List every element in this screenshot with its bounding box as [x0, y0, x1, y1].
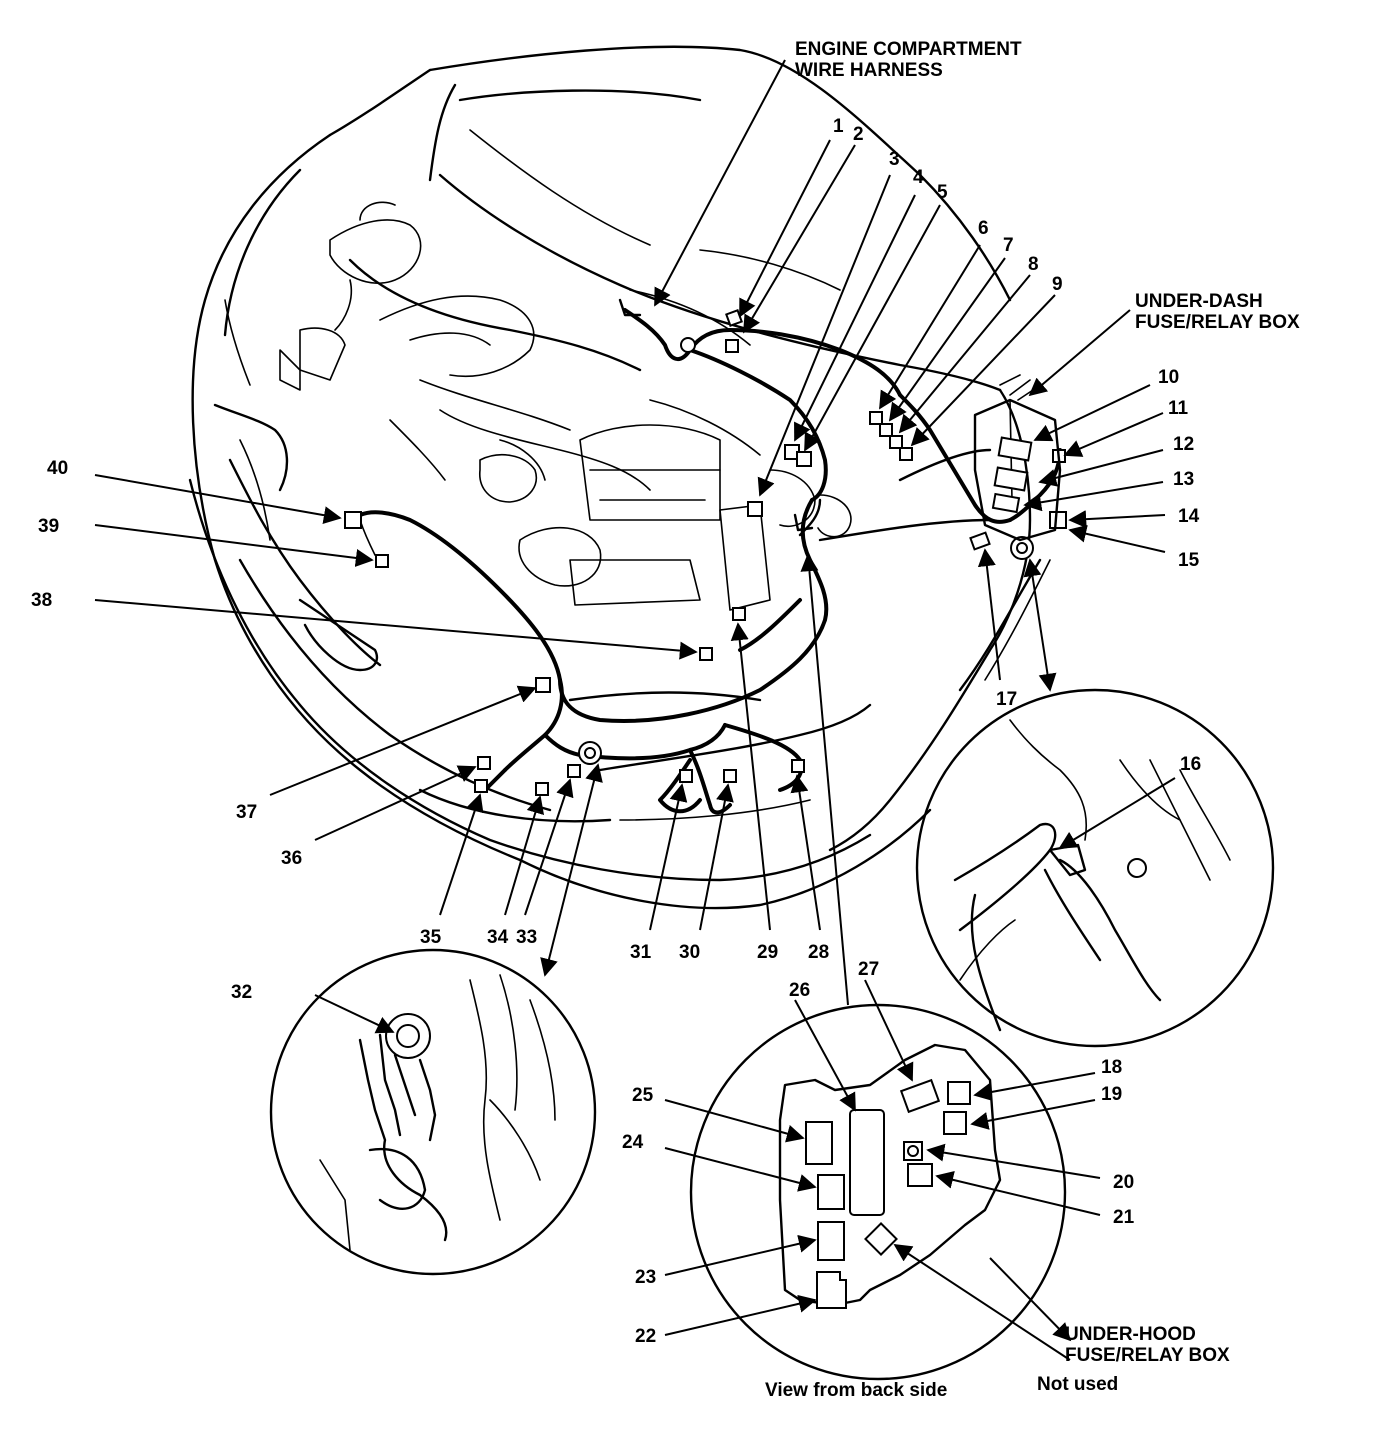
callout-24: 24 — [622, 1132, 644, 1153]
callout-28: 28 — [808, 942, 829, 963]
callout-31: 31 — [630, 942, 652, 963]
callout-39: 39 — [38, 516, 59, 537]
engine-harness-label-line1: ENGINE COMPARTMENT — [795, 39, 1022, 60]
connectors — [344, 298, 1067, 796]
callout-34: 34 — [487, 927, 509, 948]
under-dash-fuse-relay-box — [973, 374, 1062, 542]
callout-36: 36 — [281, 848, 302, 869]
car-body-outline — [188, 45, 1051, 910]
callout-27: 27 — [858, 959, 879, 980]
callout-18: 18 — [1101, 1057, 1122, 1078]
under-hood-label-line1: UNDER-HOOD — [1065, 1324, 1196, 1345]
engine-compartment-wire-harness — [358, 308, 1062, 815]
detail-circle-under-hood-box — [689, 1003, 1067, 1381]
callout-17: 17 — [996, 689, 1017, 710]
callout-2: 2 — [853, 124, 864, 145]
callout-16: 16 — [1180, 754, 1201, 775]
callout-12: 12 — [1173, 434, 1194, 455]
callout-38: 38 — [31, 590, 52, 611]
view-from-back-side-label: View from back side — [765, 1380, 947, 1401]
under-dash-label-line2: FUSE/RELAY BOX — [1135, 312, 1300, 333]
callout-11: 11 — [1168, 398, 1189, 419]
callout-14: 14 — [1178, 506, 1200, 527]
detail-circle-ground-32 — [269, 948, 597, 1276]
callout-40: 40 — [47, 458, 68, 479]
callout-37: 37 — [236, 802, 257, 823]
callout-labels: ENGINE COMPARTMENT WIRE HARNESS UNDER-DA… — [31, 39, 1300, 1401]
callout-8: 8 — [1028, 254, 1039, 275]
callout-5: 5 — [937, 182, 948, 203]
callout-20: 20 — [1113, 1172, 1134, 1193]
callout-26: 26 — [789, 980, 810, 1001]
callout-3: 3 — [889, 149, 900, 170]
callout-33: 33 — [516, 927, 537, 948]
callout-15: 15 — [1178, 550, 1200, 571]
callout-32: 32 — [231, 982, 252, 1003]
leader-lines — [94, 59, 1176, 1361]
callout-7: 7 — [1003, 235, 1014, 256]
callout-13: 13 — [1173, 469, 1194, 490]
engine-harness-label-line2: WIRE HARNESS — [795, 60, 943, 81]
callout-4: 4 — [913, 167, 924, 188]
callout-23: 23 — [635, 1267, 656, 1288]
callout-9: 9 — [1052, 274, 1063, 295]
callout-10: 10 — [1158, 367, 1179, 388]
callout-25: 25 — [632, 1085, 654, 1106]
callout-35: 35 — [420, 927, 442, 948]
callout-29: 29 — [757, 942, 778, 963]
under-dash-label-line1: UNDER-DASH — [1135, 291, 1263, 312]
callout-22: 22 — [635, 1326, 656, 1347]
callout-6: 6 — [978, 218, 989, 239]
callout-30: 30 — [679, 942, 700, 963]
callout-19: 19 — [1101, 1084, 1122, 1105]
callout-21: 21 — [1113, 1207, 1135, 1228]
not-used-label: Not used — [1037, 1374, 1118, 1395]
under-hood-label-line2: FUSE/RELAY BOX — [1065, 1345, 1230, 1366]
detail-circle-ground-16 — [915, 688, 1275, 1048]
callout-1: 1 — [833, 116, 844, 137]
